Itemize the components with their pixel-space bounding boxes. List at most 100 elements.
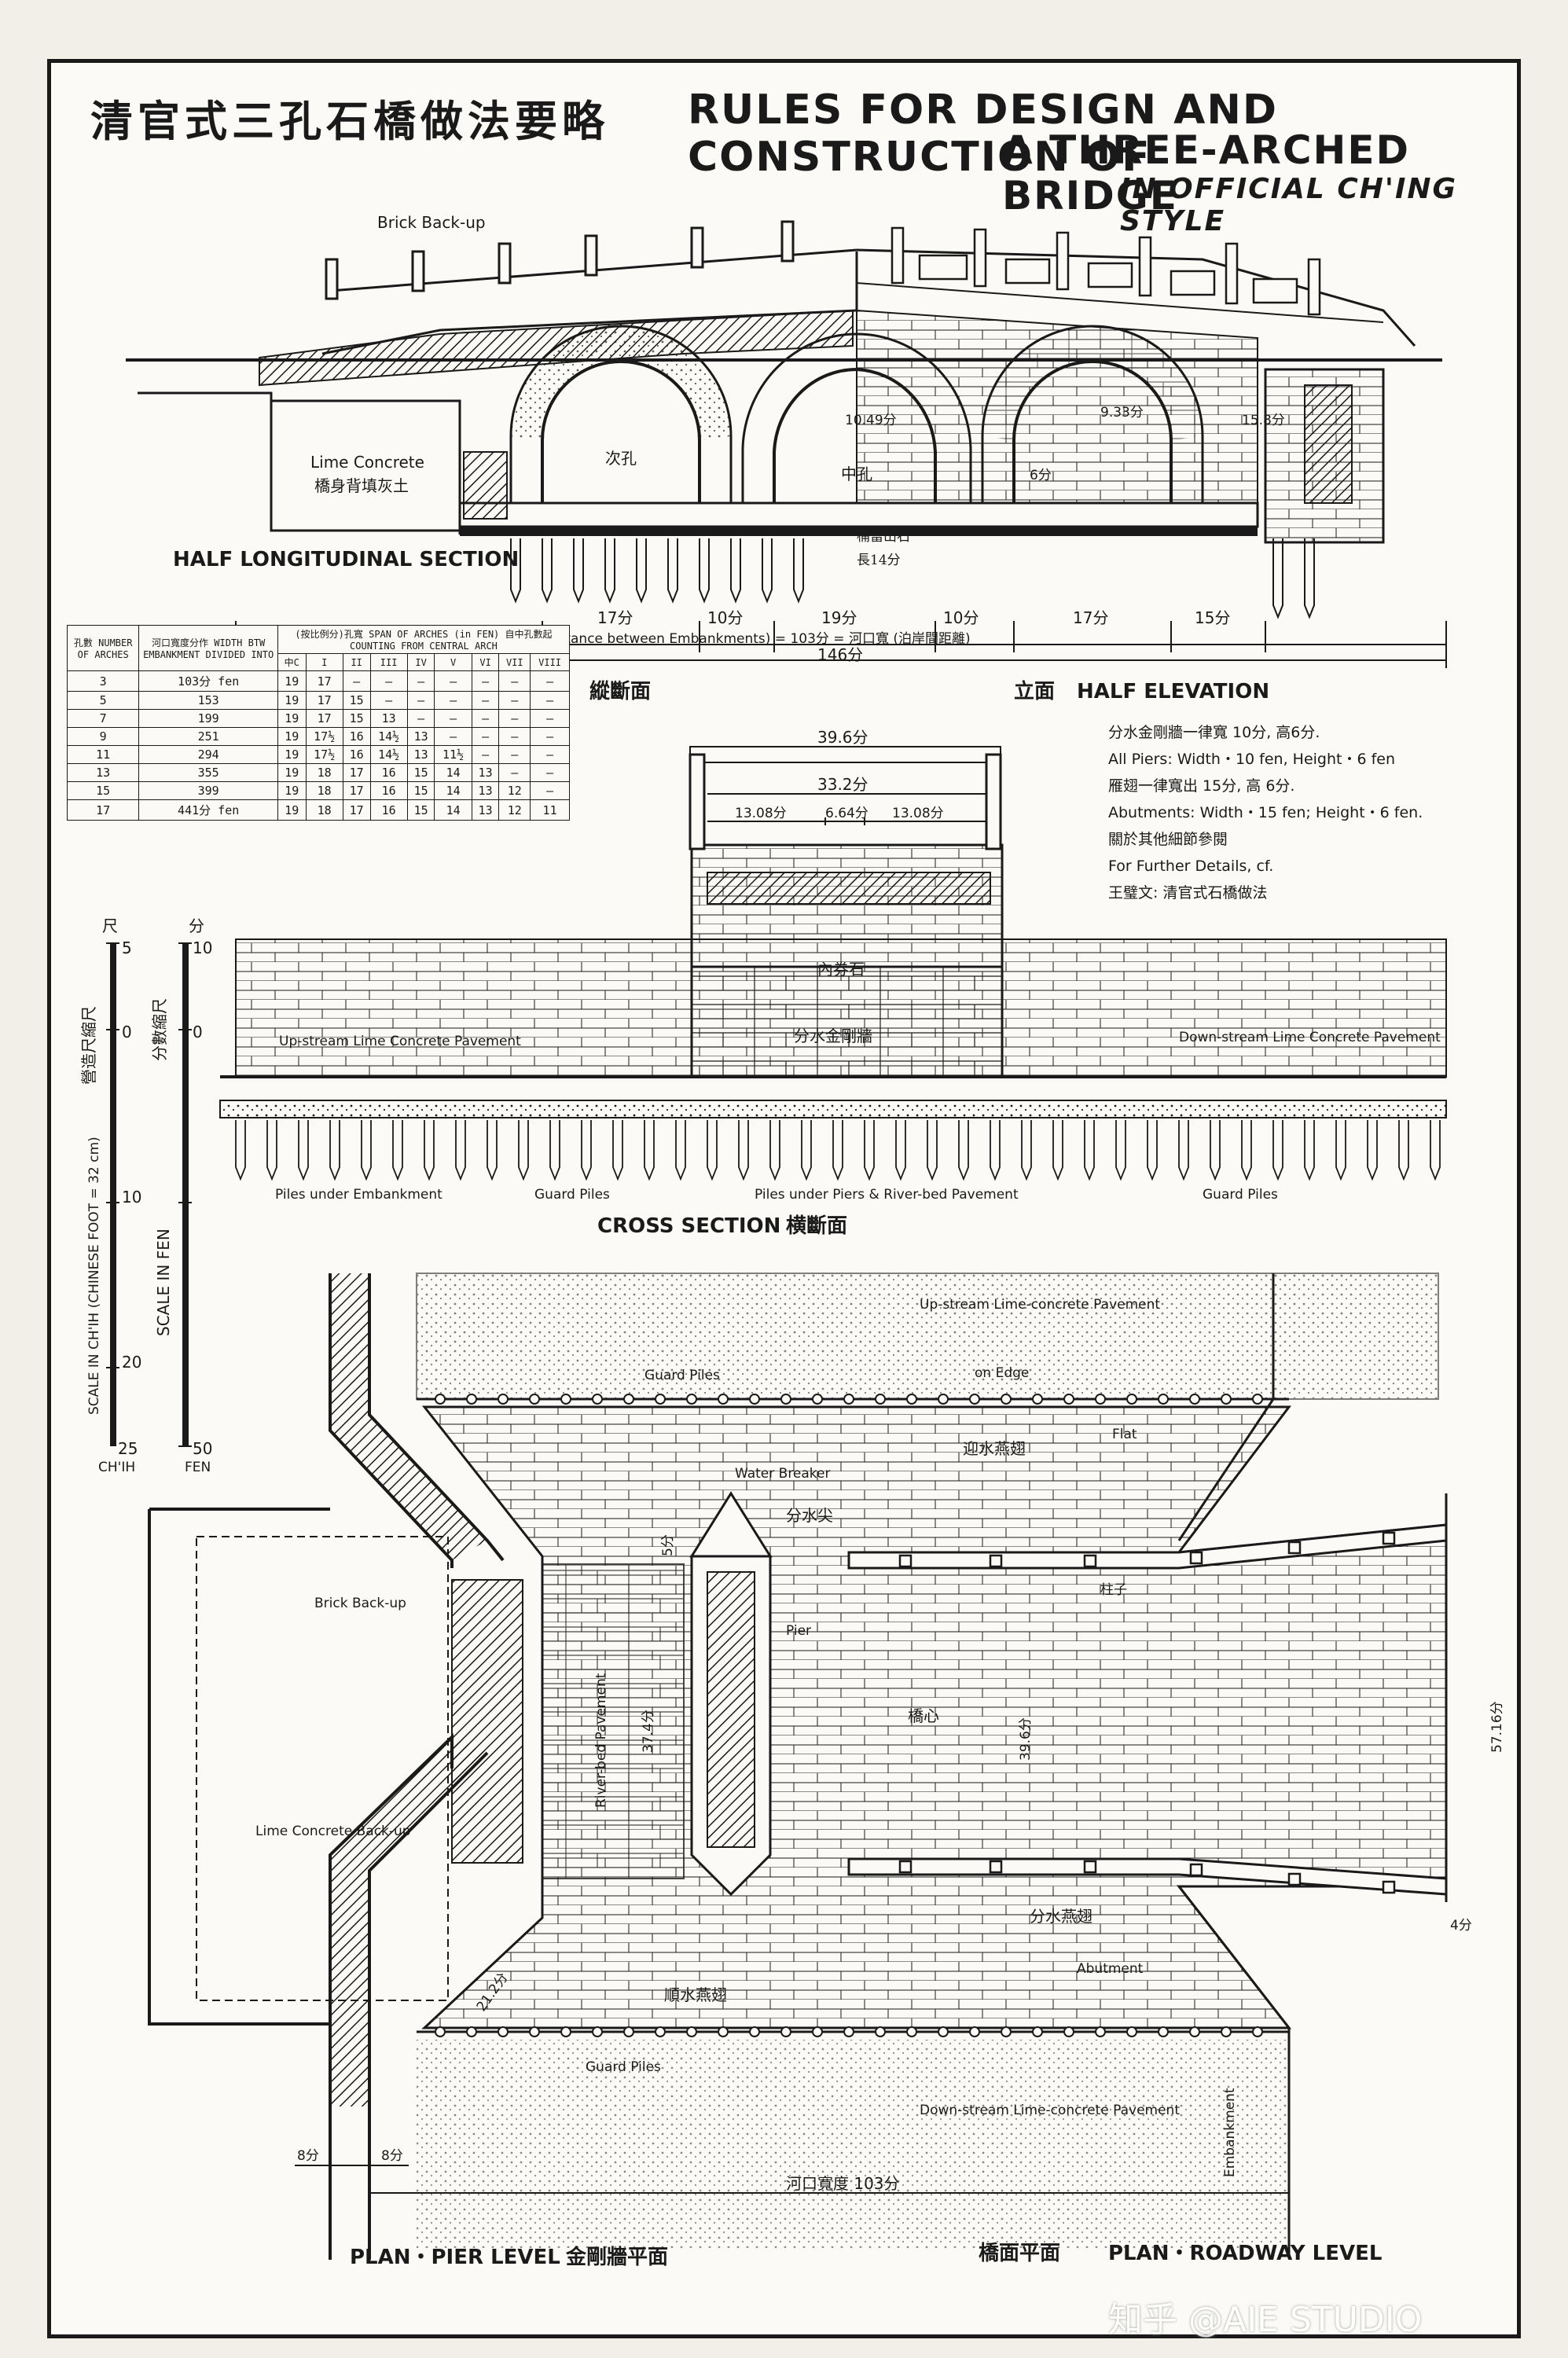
- chih-cn: 營造尺縮尺: [79, 1006, 98, 1085]
- note-line: 關於其他細節參閱: [1108, 831, 1228, 848]
- cross-dim-c: 13.08分: [892, 806, 944, 821]
- cross-upstream: Up-stream Lime Concrete Pavement: [279, 1034, 521, 1049]
- table-cell: 12: [498, 781, 531, 800]
- table-cell: 19: [277, 799, 307, 821]
- cross-section: 39.6分 33.2分 13.08分 6.64分 13.08分 內券石 分水金剛…: [219, 728, 1447, 1238]
- dim-elev2: 9.33分: [1100, 405, 1144, 421]
- plan-dim-4: 4分: [1450, 1918, 1472, 1934]
- chih-tick-6: 25: [118, 1439, 138, 1458]
- table-cell: 199: [138, 709, 278, 728]
- plan-water-breaker: Water Breaker: [735, 1466, 831, 1482]
- chih-tick-1: 0: [122, 1023, 132, 1041]
- plan-drawing: 河口寬度 103分 8分 8分 37.4分 39.6分 57.16分 5分 21…: [148, 1273, 1505, 2269]
- title-plan-roadway-level: PLAN・ROADWAY LEVEL: [1108, 2242, 1382, 2265]
- cross-arch-cn: 內券石: [817, 960, 865, 979]
- table-cell: 14: [434, 781, 472, 800]
- plan-flat: Flat: [1112, 1427, 1137, 1442]
- table-cell: 19: [277, 781, 307, 800]
- table-cell: 14½: [369, 745, 408, 764]
- title-half-elevation: HALF ELEVATION: [1077, 680, 1269, 703]
- table-cell: —: [530, 691, 570, 710]
- plan-cn-qiaoxin: 橋心: [908, 1706, 939, 1725]
- cross-piles-piers: Piles under Piers & River-bed Pavement: [755, 1187, 1019, 1203]
- chih-tick-5: 20: [122, 1353, 141, 1372]
- fen-tick-6: 50: [193, 1439, 212, 1458]
- table-cell: 9: [66, 727, 140, 746]
- table-cell: 15: [406, 799, 435, 821]
- table-cell: —: [471, 670, 500, 692]
- dim-d5: 17分: [1073, 608, 1108, 627]
- plan-guard-piles2: Guard Piles: [586, 2059, 661, 2075]
- table-cell: —: [406, 691, 435, 710]
- table-header-span-group: (按比例分)孔寬 SPAN OF ARCHES (in FEN) 自中孔數起 C…: [277, 625, 571, 654]
- table-cell: 17½: [305, 727, 343, 746]
- chih-tick-3: 10: [122, 1188, 141, 1207]
- fen-tick-0: 10: [193, 938, 212, 957]
- table-cell: —: [369, 670, 408, 692]
- table-cell: 18: [305, 799, 343, 821]
- table-cell: —: [498, 763, 531, 782]
- title-chinese: 清官式三孔石橋做法要略: [90, 96, 609, 146]
- table-header-col: III: [369, 653, 408, 671]
- table-cell: 17: [305, 709, 343, 728]
- title-cross-section: CROSS SECTION: [597, 1214, 780, 1238]
- fen-tick-1: 0: [193, 1023, 203, 1041]
- table-cell: 17: [66, 799, 140, 821]
- table-cell: 399: [138, 781, 278, 800]
- table-cell: —: [434, 670, 472, 692]
- table-cell: —: [434, 691, 472, 710]
- table-cell: —: [530, 727, 570, 746]
- title-english-line2: A THREE-ARCHED BRIDGE: [1002, 127, 1411, 219]
- table-cell: 5: [66, 691, 140, 710]
- table-cell: —: [369, 691, 408, 710]
- cross-dim-inner: 33.2分: [817, 775, 868, 794]
- plan-upstream: Up-stream Lime-concrete Pavement: [920, 1297, 1160, 1313]
- note-line: All Piers: Width・10 fen, Height・6 fen: [1108, 751, 1396, 768]
- table-cell: —: [434, 727, 472, 746]
- table-cell: 12: [498, 799, 531, 821]
- table-cell: —: [471, 727, 500, 746]
- table-header-col: VII: [498, 653, 531, 671]
- table-cell: —: [530, 709, 570, 728]
- table-cell: 17: [305, 691, 343, 710]
- table-header-col: I: [305, 653, 343, 671]
- table-cell: 13: [471, 799, 500, 821]
- chih-top: 尺: [102, 916, 118, 935]
- table-cell: 15: [66, 781, 140, 800]
- table-cell: 17: [305, 670, 343, 692]
- label-lime-concrete: Lime Concrete: [310, 453, 424, 472]
- plan-cn-shunshui: 順水燕翅: [664, 1985, 727, 2004]
- table-cell: 355: [138, 763, 278, 782]
- label-pile-len: 長14分: [857, 553, 901, 568]
- table-cell: —: [342, 670, 371, 692]
- dim-d3: 19分: [821, 608, 857, 627]
- title-cross-section-cn: 横斷面: [786, 1214, 847, 1238]
- plan-downstream: Down-stream Lime-concrete Pavement: [920, 2103, 1180, 2118]
- table-cell: —: [530, 763, 570, 782]
- table-cell: 16: [369, 799, 408, 821]
- cross-dim-a: 13.08分: [735, 806, 787, 821]
- title-half-long-section: HALF LONGITUDINAL SECTION: [173, 548, 519, 571]
- plan-cn-fenshui: 分水尖: [786, 1506, 833, 1525]
- plan-dim-b2: 8分: [381, 2148, 403, 2164]
- table-cell: 103分 fen: [138, 670, 278, 692]
- table-header-col: VIII: [530, 653, 570, 671]
- table-cell: —: [498, 727, 531, 746]
- cross-guard2: Guard Piles: [1203, 1187, 1278, 1203]
- plan-pier: Pier: [786, 1623, 811, 1639]
- table-cell: —: [498, 709, 531, 728]
- table-cell: 294: [138, 745, 278, 764]
- table-header-col: IV: [406, 653, 435, 671]
- fen-unit: FEN: [185, 1460, 211, 1475]
- title-cn-section: 縱斷面: [589, 679, 651, 703]
- table-cell: 15: [406, 763, 435, 782]
- note-line: 王璧文: 清官式石橋做法: [1108, 884, 1268, 902]
- dim-d1: 17分: [597, 608, 633, 627]
- table-cell: 14: [434, 799, 472, 821]
- plan-guard-piles: Guard Piles: [644, 1368, 720, 1383]
